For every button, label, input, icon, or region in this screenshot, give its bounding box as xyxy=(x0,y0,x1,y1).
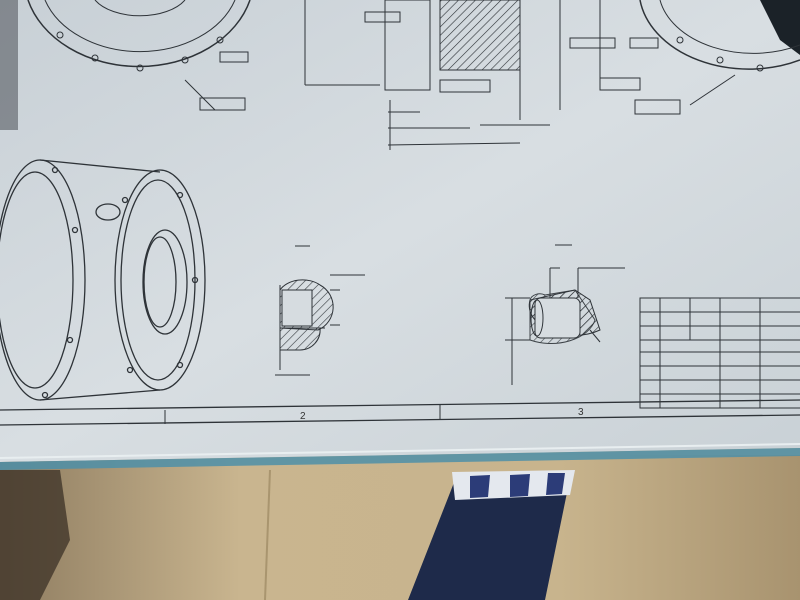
detail-section-left xyxy=(275,245,365,376)
drawing-sheet xyxy=(0,0,800,462)
zone-label-3: 3 xyxy=(578,407,584,418)
floor xyxy=(0,455,800,600)
dark-shadow-bottom-left xyxy=(0,470,70,600)
title-block-table xyxy=(639,297,800,409)
dark-object-top-right xyxy=(760,0,800,55)
flange-front-view-right xyxy=(599,0,800,115)
sheet-edge xyxy=(0,448,800,470)
isometric-cylinder-part xyxy=(0,159,206,401)
drawing-border-bottom xyxy=(0,399,800,426)
section-view-top xyxy=(304,0,659,150)
striped-sock xyxy=(408,470,575,600)
dark-object-left xyxy=(0,0,18,130)
flange-front-view-left xyxy=(27,0,251,111)
detail-section-right xyxy=(505,244,625,385)
zone-label-2: 2 xyxy=(300,411,306,422)
